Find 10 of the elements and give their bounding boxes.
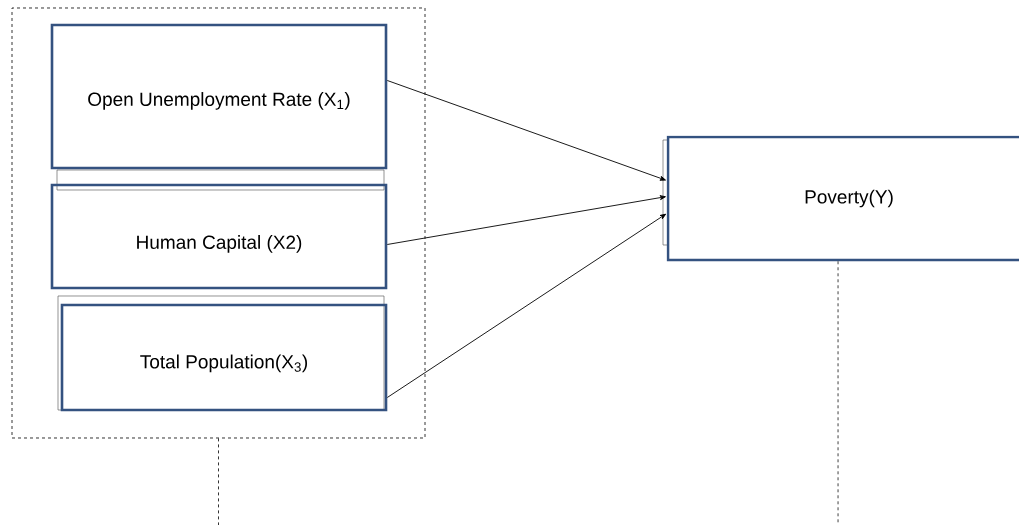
- dashed-line: [837, 260, 839, 525]
- variable-box: Poverty(Y): [666, 135, 1019, 262]
- variable-box: Total Population(X$_{3}$): [60, 303, 388, 412]
- arrow: [386, 195, 666, 245]
- arrow: [386, 213, 667, 398]
- dashed-line: [218, 438, 219, 525]
- arrow: [386, 80, 666, 181]
- variable-box: Open Unemployment Rate (X$_{1}$): [50, 23, 388, 170]
- group-box: [11, 7, 426, 439]
- variable-box: Human Capital (X2): [50, 183, 388, 290]
